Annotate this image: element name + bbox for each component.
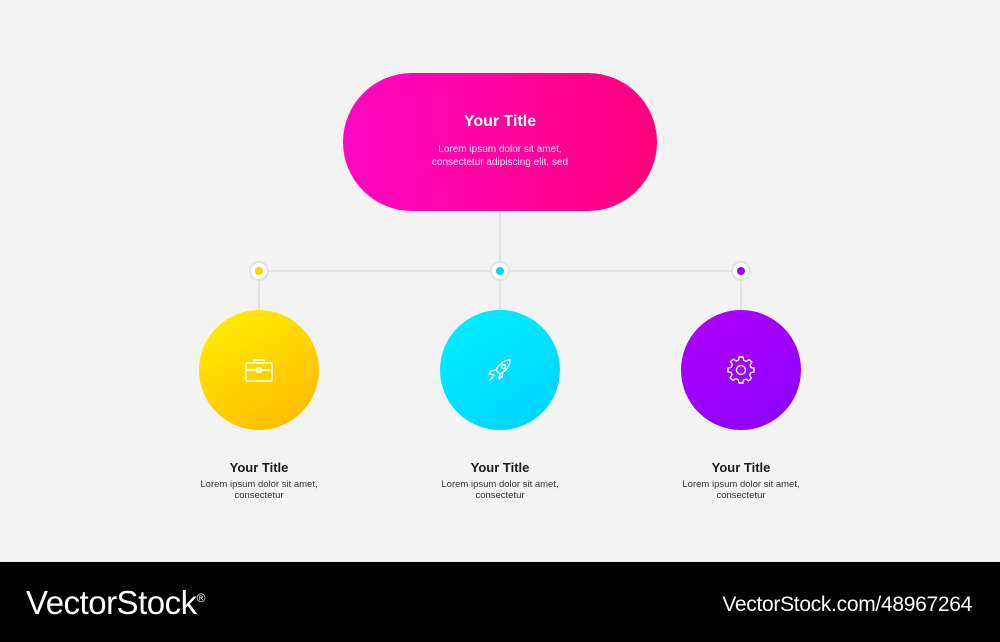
main-node: Your Title Lorem ipsum dolor sit amet, c… xyxy=(343,73,657,211)
branch-1-body: Lorem ipsum dolor sit amet, consectetur xyxy=(200,479,318,501)
branch-3-body: Lorem ipsum dolor sit amet, consectetur xyxy=(682,479,800,501)
main-node-body: Lorem ipsum dolor sit amet, consectetur … xyxy=(431,144,569,168)
branch-3-node-dot xyxy=(731,261,751,281)
brand-name: VectorStock xyxy=(26,584,197,621)
branch-1-caption: Your Title Lorem ipsum dolor sit amet, c… xyxy=(179,460,339,501)
infographic-canvas: Your Title Lorem ipsum dolor sit amet, c… xyxy=(179,73,821,501)
branch-2-node-dot xyxy=(490,261,510,281)
registered-mark: ® xyxy=(196,591,206,605)
branch-1-node-dot xyxy=(249,261,269,281)
branch-2-caption: Your Title Lorem ipsum dolor sit amet, c… xyxy=(420,460,580,501)
branch-2-connector xyxy=(499,281,501,311)
trunk-connector xyxy=(499,210,501,262)
branch-1-circle xyxy=(199,310,319,430)
brand-logo: VectorStock® xyxy=(26,584,205,622)
rocket-icon xyxy=(488,359,511,381)
main-node-title: Your Title xyxy=(463,113,537,130)
branch-1-title: Your Title xyxy=(229,460,289,475)
briefcase-icon xyxy=(245,359,273,382)
branch-3-circle xyxy=(681,310,801,430)
watermark-footer: VectorStock® VectorStock.com/48967264 xyxy=(0,562,1000,642)
branch-3-connector xyxy=(740,281,742,311)
gear-icon xyxy=(727,356,755,384)
branch-3-title: Your Title xyxy=(711,460,771,475)
branch-1-connector xyxy=(258,281,260,311)
branch-2-title: Your Title xyxy=(470,460,530,475)
branch-3-caption: Your Title Lorem ipsum dolor sit amet, c… xyxy=(661,460,821,501)
branch-2-body: Lorem ipsum dolor sit amet, consectetur xyxy=(441,479,559,501)
image-reference: VectorStock.com/48967264 xyxy=(722,593,972,616)
branch-2-circle xyxy=(440,310,560,430)
